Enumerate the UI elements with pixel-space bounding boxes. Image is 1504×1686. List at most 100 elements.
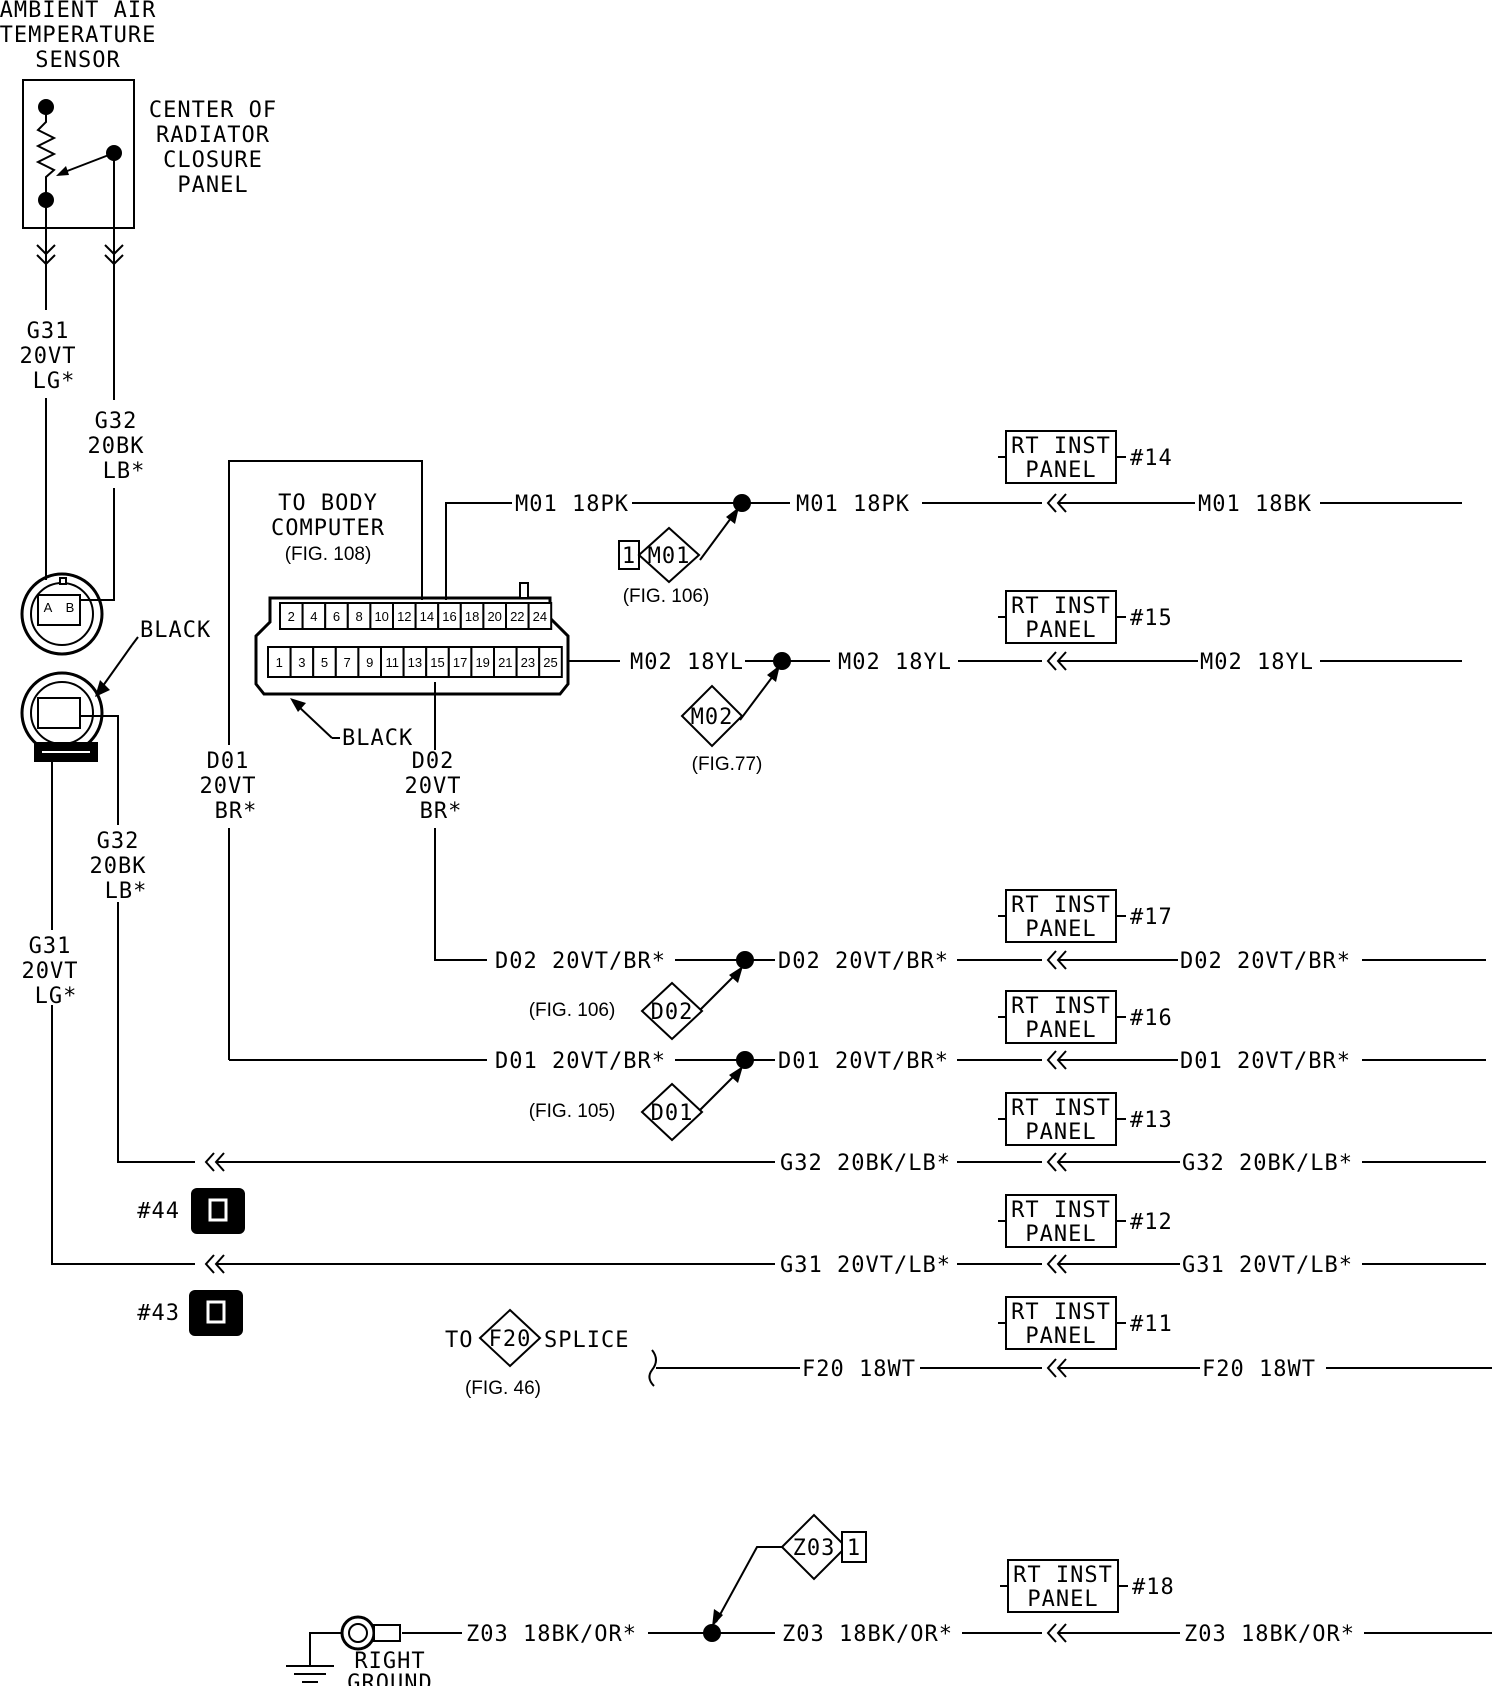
d01-label-line-3: BR* [215,799,258,824]
rt-inst-panel-number: #13 [1130,1108,1173,1133]
rt-inst-panel-line-1: RT INST [1011,1096,1111,1121]
f20-fig: (FIG. 46) [465,1378,541,1399]
g31-right-label: G31 20VT/LB* [1182,1253,1353,1278]
connector-43-icon [189,1290,243,1336]
sensor-connector-lower [20,671,104,762]
g32-low-label-line-3: LB* [105,879,148,904]
rt-inst-panel-line-2: PANEL [1025,1324,1096,1349]
f20-to-label: TO [445,1328,474,1353]
pin-label: 17 [453,655,467,670]
circuit-f20: TO F20 SPLICE (FIG. 46) F20 18WT F20 18W… [445,1308,1492,1399]
pin-label: 3 [298,655,305,670]
inline-connector-icon [1046,1623,1057,1643]
pin-label: 19 [475,655,489,670]
rt-inst-panel-number: #15 [1130,606,1173,631]
pin-label: 6 [333,609,340,624]
m02-left-label: M02 18YL [630,650,744,675]
sensor-location-line-1: CENTER OF [149,98,277,123]
d01-mid-label: D01 20VT/BR* [778,1049,949,1074]
z03-splice-arrow-icon [712,1609,723,1627]
g31-low-label: G31 20VT LG* [22,934,79,1009]
rt-inst-panel-line-2: PANEL [1025,1018,1096,1043]
connector-latch-tab [519,582,529,599]
g32-low-label-line-2: 20BK [90,854,147,879]
rt-inst-panel-number: #11 [1130,1312,1173,1337]
d02-left-label: D02 20VT/BR* [495,949,666,974]
sensor-title-line-1: AMBIENT AIR [0,0,156,23]
m01-mid-label: M01 18PK [796,492,910,517]
rt-inst-panel-box [1005,1194,1117,1248]
d02-splice-leader [697,971,739,1013]
inline-connector-icon [1046,1152,1057,1172]
pin-label: 22 [510,609,524,624]
connector-43: #43 [137,1290,243,1336]
g32-low-label-line-1: G32 [97,829,140,854]
inline-connector-icon [1046,651,1057,671]
body-computer-outline-wire [228,460,423,745]
z03-splice-suffix-box [841,1531,867,1563]
rt-inst-panel-line-1: RT INST [1011,994,1111,1019]
d02-vertical-label: D02 20VT BR* [405,749,462,824]
f20-splice-suffix: SPLICE [544,1328,629,1353]
m01-splice-label: M01 [648,544,691,569]
connector-face-lower [37,697,81,729]
m01-fig: (FIG. 106) [623,586,710,607]
m02-splice-label: M02 [691,705,734,730]
d02-splice-label: D02 [651,1000,694,1025]
circuit-z03: Z03 18BK/OR* Z03 18BK/OR* Z03 18BK/OR* Z… [402,1513,1492,1647]
rt-inst-panel-line-2: PANEL [1025,1222,1096,1247]
pin-label: 2 [288,609,295,624]
thermistor-resistor-icon [35,107,57,200]
connector-43-icon-inner [206,1300,226,1324]
g32-low-label: G32 20BK LB* [90,829,148,904]
body-computer-black-label: BLACK [342,726,413,751]
inline-connector-icon [204,1152,215,1172]
g32-mid-label: G32 20BK/LB* [780,1151,951,1176]
body-computer-line-2: COMPUTER [271,516,385,541]
sensor-location-line-2: RADIATOR [156,123,270,148]
rt-inst-panel-line-2: PANEL [1025,917,1096,942]
m02-splice-diamond [680,684,744,748]
z03-left-label: Z03 18BK/OR* [466,1622,637,1647]
inline-connector-icon [1046,1254,1057,1274]
f20-splice-diamond [478,1308,542,1368]
d02-wire-vertical [434,828,487,961]
m02-splice-arrow-icon [767,665,780,682]
pin-label: 5 [321,655,328,670]
inline-connector-icon [1046,1358,1057,1378]
pin-label: 24 [533,609,547,624]
connector-pin-a-label: A [44,600,53,615]
d02-fig: (FIG. 106) [529,1000,616,1021]
g31-low-label-line-2: 20VT [22,959,79,984]
pin-label: 12 [397,609,411,624]
inline-connector-icon [1046,493,1057,513]
rt-inst-panel-line-2: PANEL [1025,618,1096,643]
rt-inst-panel-line-1: RT INST [1011,1300,1111,1325]
pin-label: 11 [386,655,400,670]
f20-mid-label: F20 18WT [802,1357,916,1382]
d01-label-line-2: 20VT [200,774,257,799]
rt-inst-panel-line-2: PANEL [1025,1120,1096,1145]
g31-wire-lower [51,1005,195,1265]
black-label-leader [99,644,133,691]
pin-label: 18 [465,609,479,624]
pin-label: 25 [543,655,557,670]
rt-inst-panel-number: #14 [1130,446,1173,471]
d01-splice-arrow-icon [729,1066,743,1083]
sensor-connector-upper: A B [20,572,104,656]
connector-43-label: #43 [137,1301,180,1326]
rt-inst-panel-line-1: RT INST [1011,434,1111,459]
pin-label: 14 [420,609,434,624]
pin-label: 9 [366,655,373,670]
rt-inst-panel-box [1005,1092,1117,1146]
rt-inst-panel-line-2: PANEL [1025,458,1096,483]
black-label-leader-end [131,636,139,646]
body-computer-line-1: TO BODY [278,491,378,516]
connector-44-icon [191,1188,245,1234]
